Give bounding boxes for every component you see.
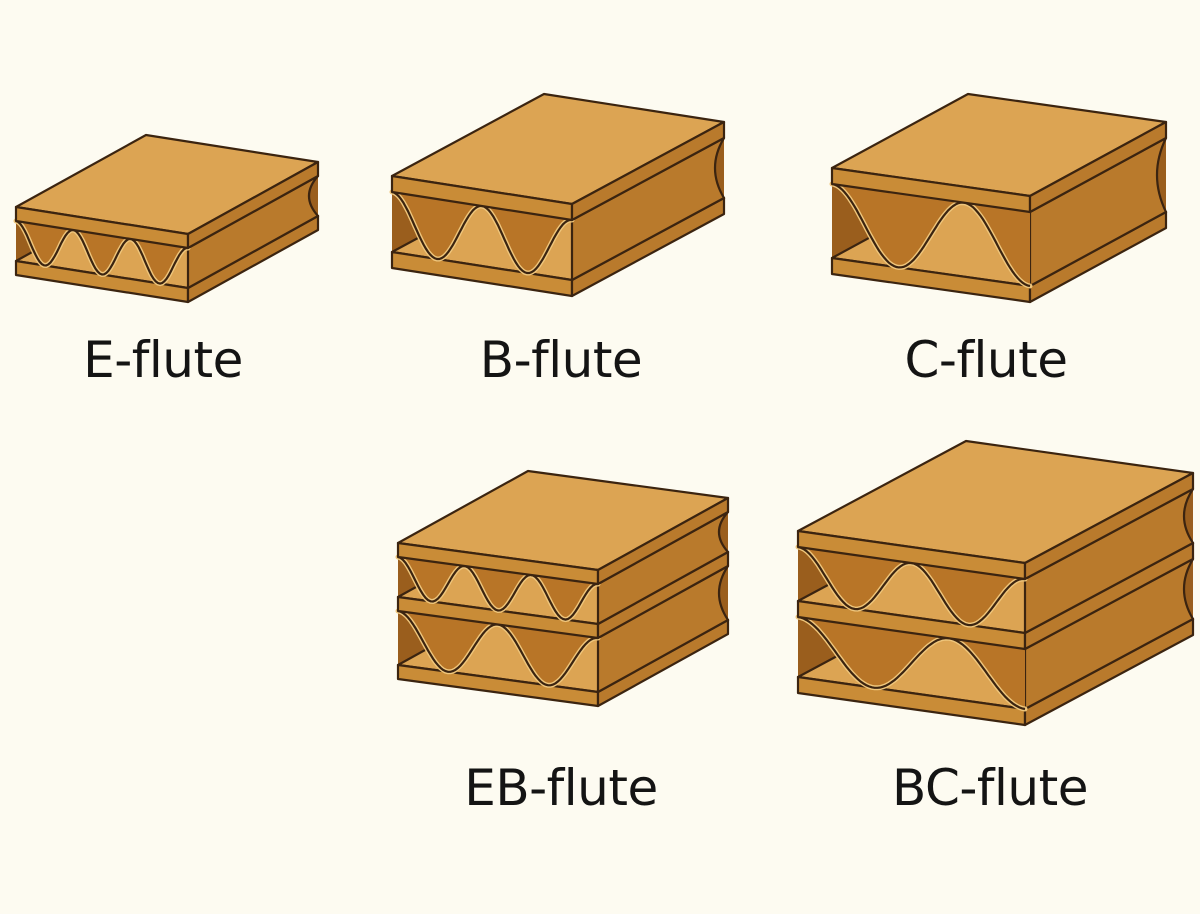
- flute-wave: [831, 182, 1031, 288]
- b-flute-board: [389, 92, 726, 298]
- e-flute-label: E-flute: [83, 331, 243, 389]
- c-flute-label: C-flute: [904, 331, 1068, 389]
- flute-fill: [16, 221, 188, 284]
- bc-flute-label: BC-flute: [892, 759, 1088, 817]
- eb-flute-board: [395, 469, 730, 708]
- flute-side-wall: [1028, 136, 1168, 288]
- liner-end-edge: [1028, 120, 1168, 214]
- liner-end-edge: [1023, 471, 1195, 581]
- flute-fill: [398, 611, 598, 686]
- liner-end-edge: [570, 120, 726, 222]
- flute-wave: [797, 615, 1026, 711]
- flute-wave: [397, 555, 599, 621]
- flute-wave: [15, 219, 189, 285]
- e-flute-board: [13, 133, 320, 304]
- b-flute-label: B-flute: [479, 331, 643, 389]
- flute-side-wall: [570, 136, 726, 282]
- flute-side-wall: [1023, 557, 1195, 711]
- c-flute-board: [829, 92, 1168, 304]
- flute-fill: [798, 547, 1025, 626]
- flute-fill: [392, 192, 572, 273]
- eb-flute-label: EB-flute: [464, 759, 658, 817]
- liner-end-edge: [596, 496, 730, 586]
- bc-flute-board: [795, 439, 1195, 727]
- flute-fill: [398, 557, 598, 620]
- liner-end-edge: [186, 160, 320, 250]
